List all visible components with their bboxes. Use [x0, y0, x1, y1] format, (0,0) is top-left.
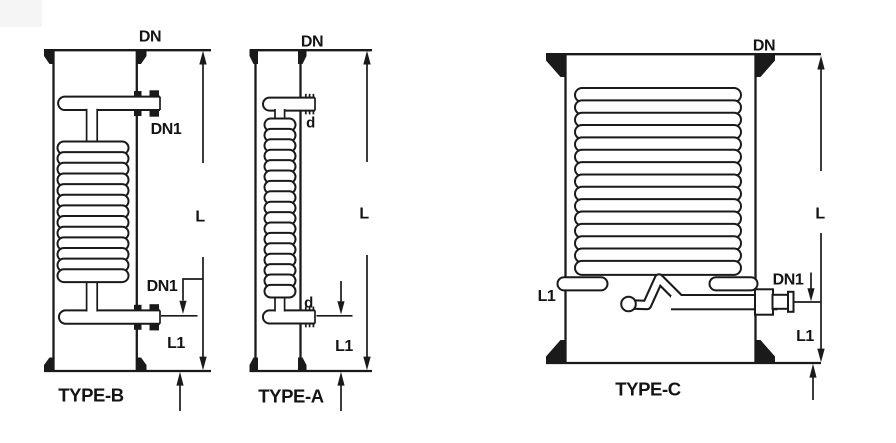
- label-l-type-a: L: [359, 206, 369, 223]
- label-l1-type-a: L1: [335, 338, 353, 355]
- label-l1-left-type-c: L1: [538, 288, 556, 305]
- label-dn-type-a: DN: [301, 34, 323, 51]
- coil-outlet-right-type-c: [708, 276, 759, 292]
- ball-joint-type-c: [620, 295, 637, 313]
- label-l-type-b: L: [195, 209, 205, 226]
- drain-linkage-type-c: [620, 273, 778, 313]
- coil-outlet-port-bottom-type-b: [58, 304, 161, 331]
- dimension-l-type-c: [817, 55, 825, 363]
- dimension-l-type-a: [363, 50, 371, 371]
- label-l1-right-type-c: L1: [796, 328, 814, 345]
- dimension-dn1-bottom-type-b: [161, 278, 203, 317]
- figure-type-a: DN d d L L1 TYPE-A: [249, 34, 372, 411]
- dimension-d-bottom-type-a: [316, 281, 353, 317]
- label-dn1-type-c: DN1: [773, 272, 804, 289]
- cooling-coil-type-c: [574, 87, 742, 276]
- coil-outlet-left-type-c: [556, 276, 609, 292]
- label-dn-type-b: DN: [139, 29, 161, 46]
- coil-connector-tubes-type-a: [274, 104, 286, 312]
- dn1-port-nozzle-type-c: [754, 288, 795, 316]
- figure-title-type-a: TYPE-A: [258, 386, 323, 407]
- coil-inlet-port-top-type-b: [57, 90, 161, 117]
- dimension-l1-type-a: [337, 371, 345, 411]
- cooling-coil-type-a: [263, 117, 297, 299]
- label-dn1-bottom-type-b: DN1: [147, 278, 178, 295]
- coil-connector-tubes-type-b: [85, 103, 99, 313]
- scan-artifact: [0, 0, 42, 27]
- cooling-coil-type-b: [56, 140, 130, 284]
- dimension-l1-type-c: [809, 363, 817, 400]
- label-d-top-type-a: d: [306, 115, 315, 132]
- dimension-l-type-b: [199, 50, 207, 371]
- label-d-bottom-type-a: d: [304, 295, 313, 312]
- vessel-type-c: [546, 53, 821, 365]
- figure-type-c: DN DN1 L L1 L1 TYPE-C: [538, 38, 826, 400]
- label-l-type-c: L: [815, 206, 825, 223]
- dimension-dn1-type-c: [794, 272, 821, 303]
- label-dn-type-c: DN: [753, 38, 775, 55]
- label-l1-type-b: L1: [167, 335, 185, 352]
- coil-inlet-port-top-type-a: [262, 93, 316, 115]
- dimension-l1-type-b: [176, 371, 184, 411]
- figure-title-type-b: TYPE-B: [58, 385, 123, 406]
- figure-title-type-c: TYPE-C: [615, 379, 680, 400]
- label-dn1-top-type-b: DN1: [151, 121, 182, 138]
- figure-type-b: DN DN1 DN1 L L1 TYPE-B: [44, 29, 211, 411]
- coil-outlet-port-bottom-type-a: [261, 306, 316, 328]
